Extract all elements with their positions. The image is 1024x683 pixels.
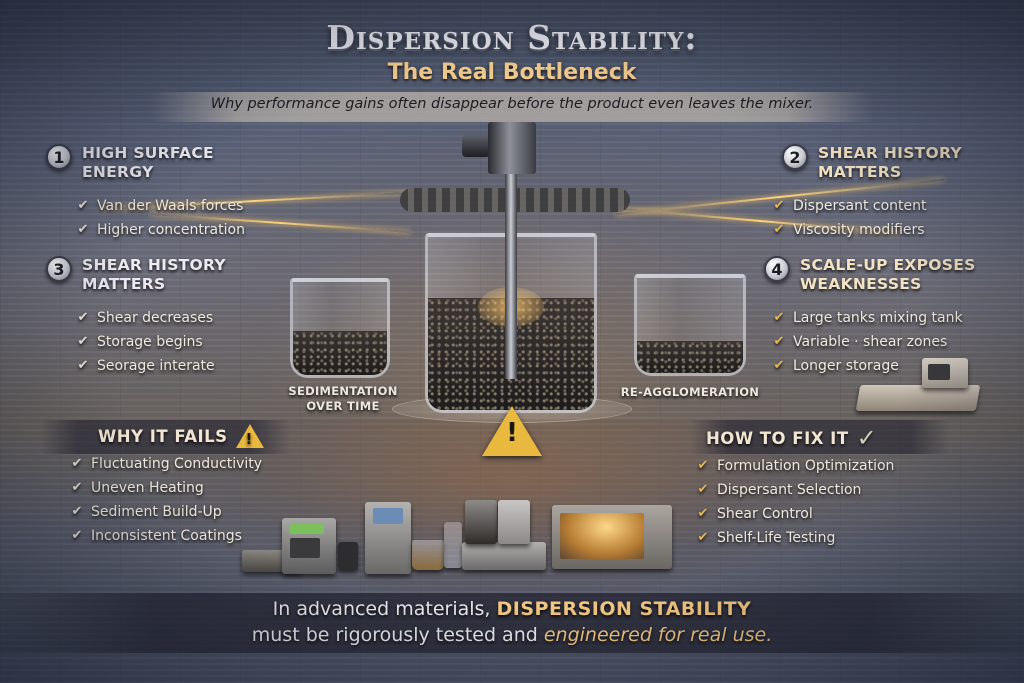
analyzer-screen <box>290 524 324 534</box>
check-icon: ✔ <box>77 334 89 349</box>
list-item: ✔Viscosity modifiers <box>772 218 988 242</box>
check-icon: ✔ <box>773 310 785 325</box>
small-meter <box>338 542 358 570</box>
section-list: ✔Dispersant content ✔Viscosity modifiers <box>772 194 988 242</box>
analyzer-device <box>282 518 336 574</box>
list-item: ✔Storage begins <box>76 330 262 354</box>
check-icon: ✔ <box>71 480 83 495</box>
section-title: SCALE-UP EXPOSES WEAKNESSES <box>800 256 976 293</box>
mixer-shaft <box>505 174 517 379</box>
number-badge: 1 <box>46 144 72 170</box>
how-to-fix-title: HOW TO FIX IT ✓ <box>706 424 878 452</box>
list-item: ✔Shelf-Life Testing <box>696 526 894 550</box>
warning-triangle-icon: ! <box>235 424 264 448</box>
section-how-to-fix: HOW TO FIX IT ✓ ✔Formulation Optimizatio… <box>696 424 895 550</box>
mixer-head <box>488 122 536 174</box>
check-icon: ✔ <box>697 458 709 473</box>
footer-line-2: must be rigorously tested and engineered… <box>251 624 773 646</box>
reagglomeration-label: RE-AGGLOMERATION <box>620 385 760 399</box>
check-icon: ✔ <box>77 358 89 373</box>
check-icon: ✔ <box>71 528 83 543</box>
check-icon: ✔ <box>773 334 785 349</box>
list-item: ✔Shear Control <box>696 502 894 526</box>
list-item: ✔Sediment Build-Up <box>70 500 264 524</box>
list-item: ✔Higher concentration <box>76 218 272 242</box>
section-shear-history-2: 2 SHEAR HISTORY MATTERS ✔Dispersant cont… <box>774 144 988 242</box>
page-title: Dispersion Stability: <box>326 18 698 57</box>
check-icon: ✔ <box>773 198 785 213</box>
how-to-fix-list: ✔Formulation Optimization ✔Dispersant Se… <box>696 454 895 550</box>
monitor-screen <box>928 364 950 380</box>
analyzer-screen <box>373 508 403 524</box>
flask <box>444 522 462 568</box>
balance-scale <box>462 542 546 570</box>
section-list: ✔Shear decreases ✔Storage begins ✔Seorag… <box>76 306 262 378</box>
list-item: ✔Large tanks mixing tank <box>772 306 1000 330</box>
section-high-surface-energy: 1 HIGH SURFACE ENERGY ✔Van der Waals for… <box>46 144 272 242</box>
footer-line-1: In advanced materials, DISPERSION STABIL… <box>272 598 752 620</box>
list-item: ✔Dispersant content <box>772 194 988 218</box>
mixer-knob <box>462 135 490 157</box>
check-icon: ✔ <box>77 222 89 237</box>
number-badge: 2 <box>782 144 808 170</box>
section-title: SHEAR HISTORY MATTERS <box>818 144 962 181</box>
agglomerate-layer <box>637 341 743 373</box>
check-icon: ✔ <box>71 504 83 519</box>
check-icon: ✔ <box>77 310 89 325</box>
list-item: ✔Seorage interate <box>76 354 262 378</box>
sedimentation-label: SEDIMENTATION OVER TIME <box>288 384 398 413</box>
list-item: ✔Fluctuating Conductivity <box>70 452 264 476</box>
why-it-fails-list: ✔Fluctuating Conductivity ✔Uneven Heatin… <box>70 452 264 548</box>
list-item: ✔Inconsistent Coatings <box>70 524 264 548</box>
sample-jar <box>412 540 444 570</box>
oven-window <box>560 513 644 559</box>
section-why-it-fails: WHY IT FAILS ! ✔Fluctuating Conductivity… <box>70 424 264 548</box>
tagline: Why performance gains often disappear be… <box>210 96 814 112</box>
coffee-style-analyzer <box>365 502 411 574</box>
list-item: ✔Formulation Optimization <box>696 454 895 478</box>
check-icon: ✔ <box>77 198 89 213</box>
footer-highlight: DISPERSION STABILITY <box>496 598 752 620</box>
checkmark-icon: ✓ <box>856 424 878 452</box>
check-icon: ✔ <box>697 482 709 497</box>
number-badge: 4 <box>764 256 790 282</box>
list-item: ✔Variable · shear zones <box>772 330 1000 354</box>
check-icon: ✔ <box>773 358 785 373</box>
section-list: ✔Van der Waals forces ✔Higher concentrat… <box>76 194 272 242</box>
retro-computer-base <box>855 385 981 411</box>
powder-jar-light <box>498 500 530 544</box>
sediment-layer <box>293 331 387 375</box>
lab-oven <box>552 505 672 569</box>
powder-jar-dark <box>465 500 497 544</box>
warning-exclamation: ! <box>506 418 518 448</box>
page-subtitle: The Real Bottleneck <box>387 60 637 85</box>
retro-computer-monitor <box>922 358 968 388</box>
list-item: ✔Van der Waals forces <box>76 194 272 218</box>
section-title: HIGH SURFACE ENERGY <box>82 144 214 181</box>
section-title: SHEAR HISTORY MATTERS <box>82 256 226 293</box>
reagglomeration-beaker <box>634 274 746 376</box>
check-icon: ✔ <box>773 222 785 237</box>
analyzer-display <box>290 538 320 558</box>
check-icon: ✔ <box>697 506 709 521</box>
check-icon: ✔ <box>71 456 83 471</box>
why-it-fails-title: WHY IT FAILS ! <box>98 424 264 448</box>
number-badge: 3 <box>46 256 72 282</box>
sedimentation-beaker <box>290 278 390 378</box>
check-icon: ✔ <box>697 530 709 545</box>
list-item: ✔Shear decreases <box>76 306 262 330</box>
section-shear-history-3: 3 SHEAR HISTORY MATTERS ✔Shear decreases… <box>46 256 262 378</box>
footer-highlight: engineered for real use. <box>543 624 773 646</box>
list-item: ✔Dispersant Selection <box>696 478 894 502</box>
list-item: ✔Uneven Heating <box>70 476 264 500</box>
